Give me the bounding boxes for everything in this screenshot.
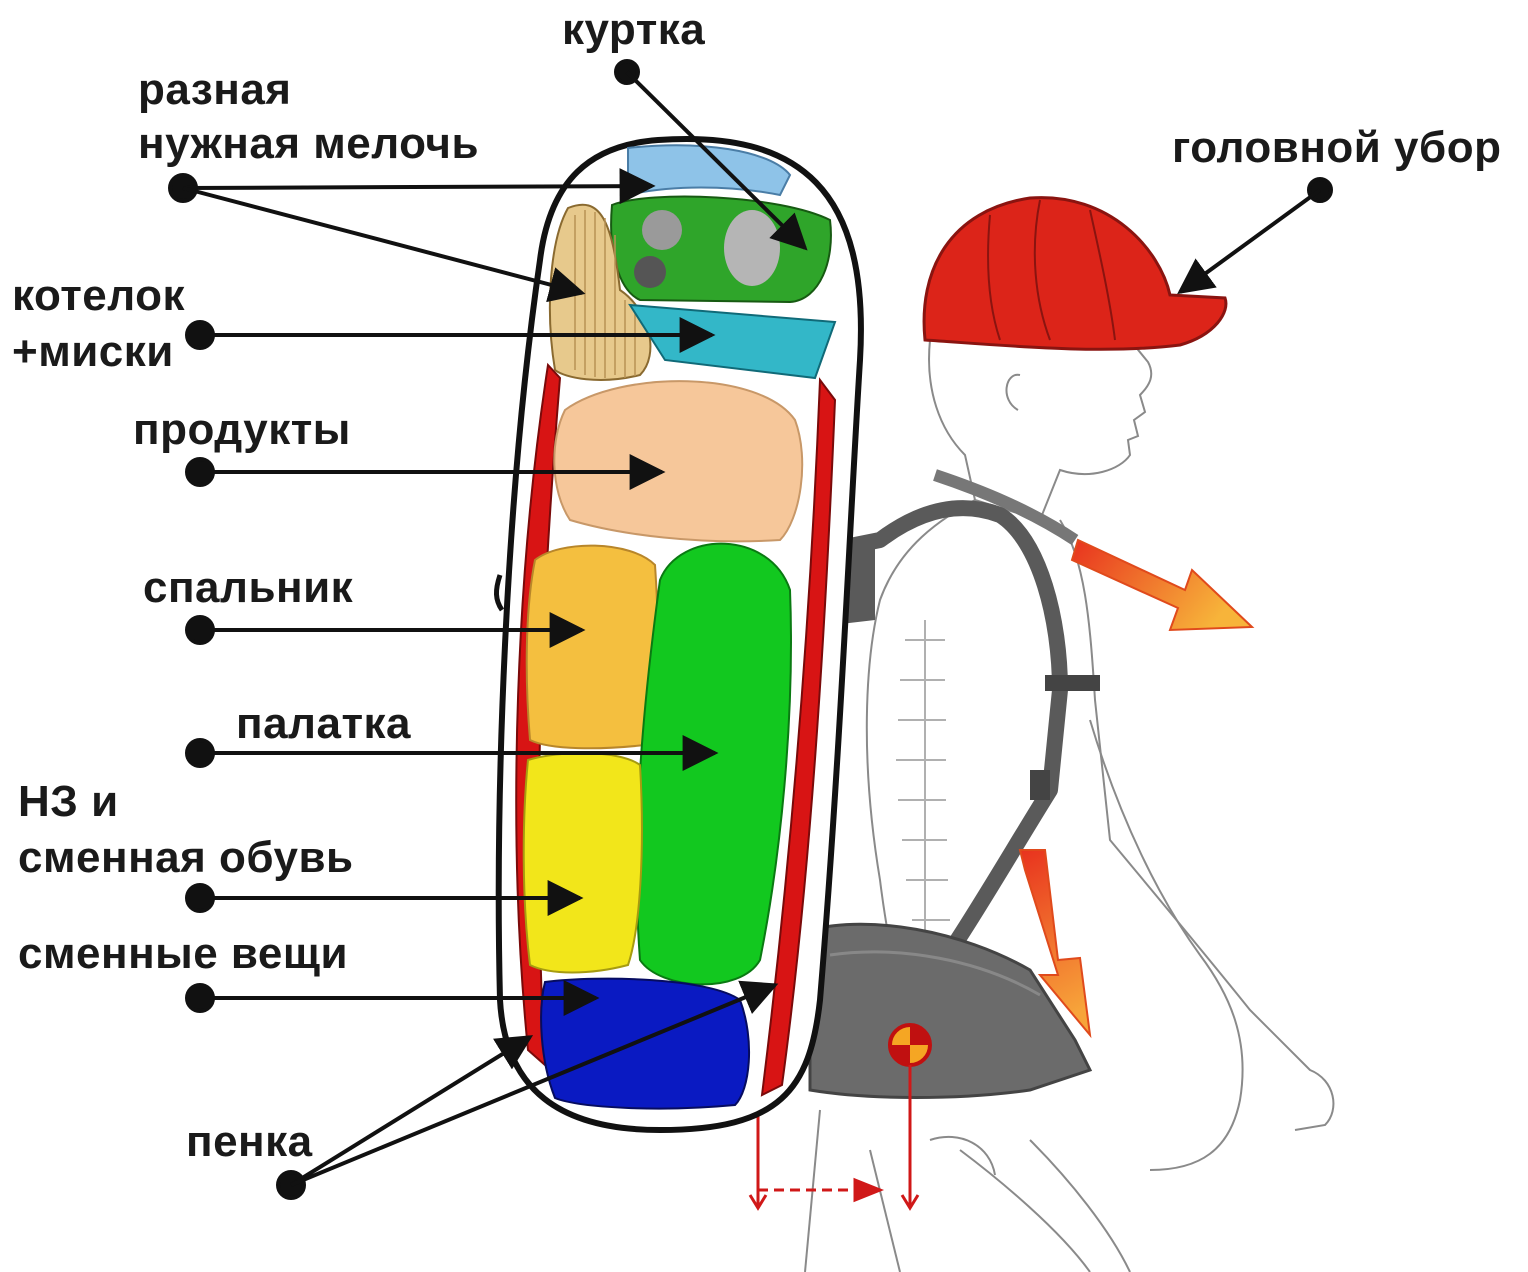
sleeping-bag-block <box>527 546 658 749</box>
label-foam-mat: пенка <box>186 1116 313 1168</box>
label-headwear: головной убор <box>1172 122 1501 174</box>
food-block <box>554 381 802 541</box>
backpack <box>496 139 860 1130</box>
center-of-mass-marker <box>890 1025 930 1208</box>
tent-block <box>637 544 791 985</box>
label-food: продукты <box>133 404 351 456</box>
label-pot-line2: +миски <box>12 326 174 378</box>
label-pot-line1: котелок <box>12 270 185 322</box>
label-emergency-line1: НЗ и <box>18 776 119 828</box>
label-spare-clothes: сменные вещи <box>18 928 348 980</box>
forward-force-arrow <box>1072 540 1252 630</box>
label-small-items-line2: нужная мелочь <box>138 118 479 170</box>
label-small-items-line1: разная <box>138 64 291 116</box>
label-jacket: куртка <box>562 4 705 56</box>
hiker-figure <box>805 340 1333 1272</box>
label-sleeping-bag: спальник <box>143 562 353 614</box>
label-emergency-line2: сменная обувь <box>18 832 354 884</box>
emergency-block <box>524 753 642 972</box>
label-tent: палатка <box>236 698 411 750</box>
cap-icon <box>924 198 1226 350</box>
harness <box>810 475 1100 1098</box>
